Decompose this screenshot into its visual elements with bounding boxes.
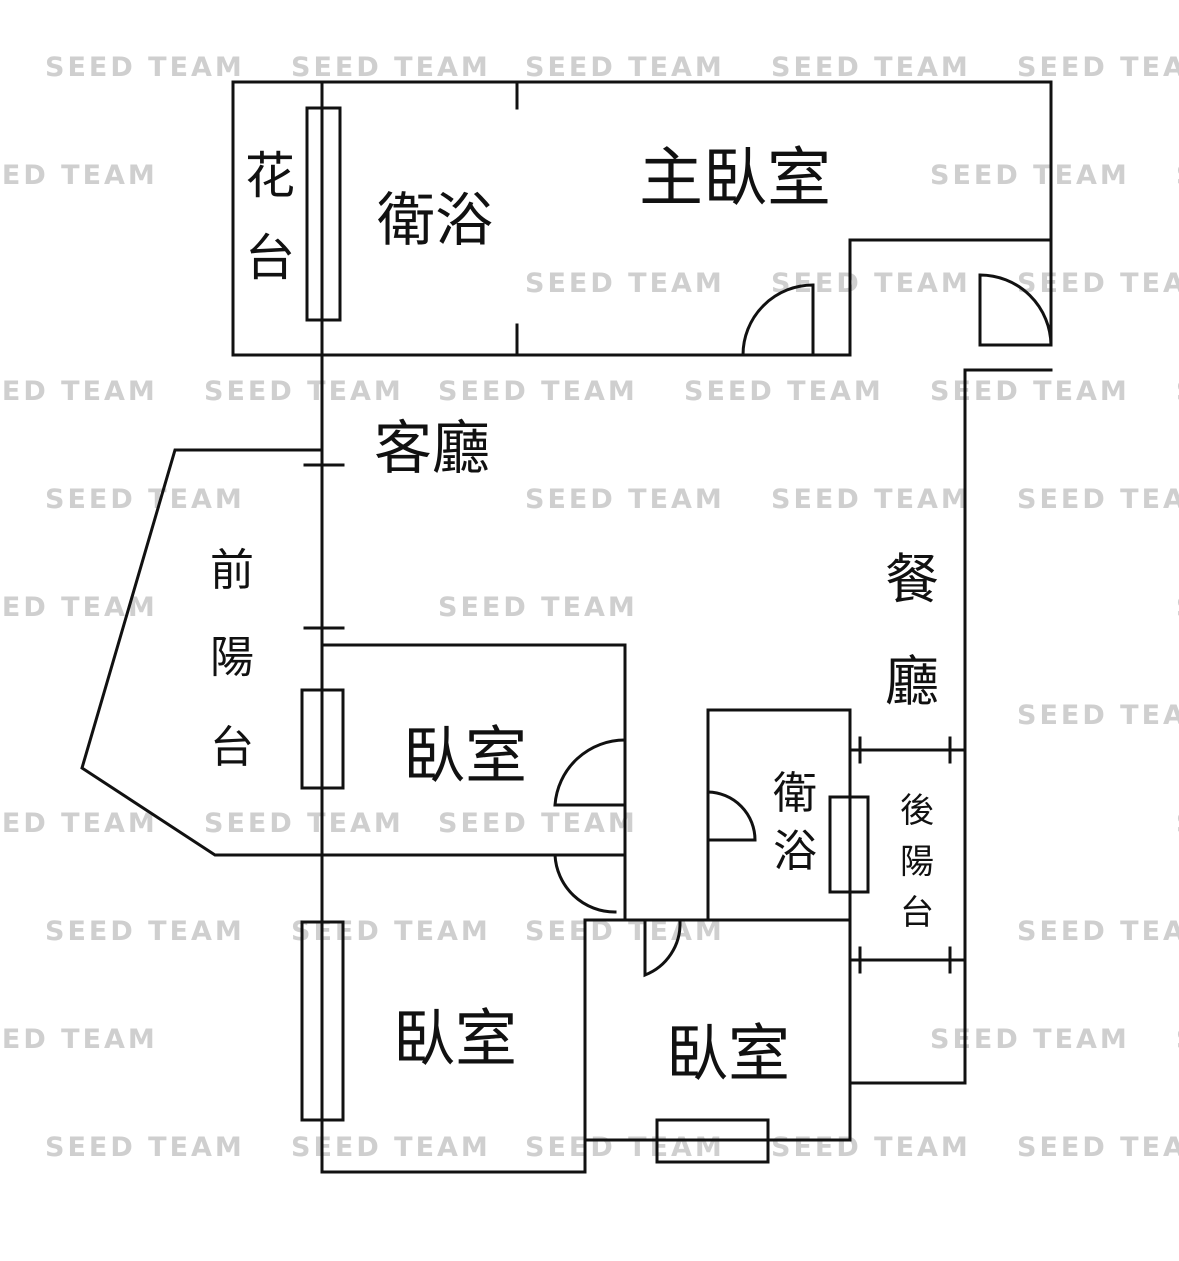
label-master-bath: 衛浴 bbox=[377, 186, 493, 254]
door-icon bbox=[741, 283, 815, 357]
label-front-balcony: 台 bbox=[210, 722, 254, 773]
door-icon bbox=[553, 738, 627, 807]
label-bath: 浴 bbox=[773, 826, 817, 877]
watermark-text: SEED TEAM bbox=[684, 376, 884, 407]
watermark-text: SEED TEAM bbox=[1017, 484, 1179, 515]
watermark-text: SEED TEAM bbox=[1176, 592, 1179, 623]
label-living-room: 客廳 bbox=[374, 414, 490, 482]
label-dining-room: 餐 bbox=[885, 548, 939, 611]
middle-bedroom-wall bbox=[320, 643, 627, 922]
door-icon bbox=[978, 273, 1053, 347]
watermark-text: SEED TEAM bbox=[771, 484, 971, 515]
front-balcony-wall bbox=[80, 448, 627, 857]
watermark-text: SEED TEAM bbox=[204, 376, 404, 407]
label-bedroom: 臥室 bbox=[403, 719, 527, 792]
master-suite-wall-left bbox=[231, 80, 1053, 357]
watermark-text: SEED TEAM bbox=[525, 484, 725, 515]
watermark-text: SEED TEAM bbox=[45, 1132, 245, 1163]
label-bedroom: 臥室 bbox=[666, 1017, 790, 1090]
watermark-text: SEED TEAM bbox=[525, 1132, 725, 1163]
door-icon bbox=[553, 853, 627, 914]
label-bedroom: 臥室 bbox=[393, 1002, 517, 1075]
walls bbox=[80, 80, 1053, 1174]
watermark-text: SEED TEAM bbox=[525, 52, 725, 83]
watermark-text: SEED TEAM bbox=[0, 1024, 158, 1055]
watermark-text: SEED TEAM bbox=[291, 52, 491, 83]
master-suite-wall bbox=[231, 80, 1053, 347]
label-flower-bed: 台 bbox=[245, 229, 295, 287]
watermark-text: SEED TEAM bbox=[438, 376, 638, 407]
bath-wall bbox=[706, 708, 852, 922]
label-master-bedroom: 主臥室 bbox=[639, 142, 831, 216]
bottom-right-bedroom-wall bbox=[583, 918, 852, 1142]
door-icon bbox=[643, 918, 682, 978]
watermark-text: SEED TEAM bbox=[0, 376, 158, 407]
watermark-text: SEED TEAM bbox=[1017, 268, 1179, 299]
watermark-text: SEED TEAM bbox=[204, 808, 404, 839]
bath-fixture bbox=[828, 795, 870, 894]
label-back-balcony: 台 bbox=[900, 893, 934, 933]
watermark-text: SEED TEAM bbox=[438, 808, 638, 839]
window bbox=[300, 688, 345, 790]
watermark-text: SEED TEAM bbox=[771, 1132, 971, 1163]
watermark-text: SEED TEAM bbox=[930, 376, 1130, 407]
label-back-balcony: 陽 bbox=[900, 842, 934, 882]
watermark-text: SEED TEAM bbox=[1017, 1132, 1179, 1163]
watermark-text: SEED TEAM bbox=[930, 160, 1130, 191]
watermark-text: SEED TEAM bbox=[291, 1132, 491, 1163]
room-labels: 花 台 衛浴 主臥室 客廳 前 陽 台 臥室 餐 廳 衛 浴 後 陽 台 臥室 … bbox=[210, 142, 939, 1090]
label-front-balcony: 陽 bbox=[210, 632, 254, 683]
watermark-text: SEED TEAM bbox=[45, 484, 245, 515]
watermark-text: SEED TEAM bbox=[1176, 160, 1179, 191]
label-front-balcony: 前 bbox=[210, 545, 254, 596]
watermark-layer: SEED TEAM SEED TEAM SEED TEAM SEED TEAM SEED… bbox=[0, 52, 1179, 1163]
label-dining-room: 廳 bbox=[885, 650, 939, 713]
watermark-text: SEED TEAM bbox=[930, 1024, 1130, 1055]
door-icon bbox=[706, 790, 757, 842]
watermark-text: SEED TEAM bbox=[0, 808, 158, 839]
label-bath: 衛 bbox=[773, 768, 817, 819]
watermark-text: SEED TEAM bbox=[771, 52, 971, 83]
watermark-text: SEED TEAM bbox=[45, 52, 245, 83]
watermark-text: SEED TEAM bbox=[1176, 376, 1179, 407]
watermark-text: SEED TEAM bbox=[45, 916, 245, 947]
label-back-balcony: 後 bbox=[900, 791, 934, 831]
watermark-text: SEED TEAM bbox=[438, 592, 638, 623]
watermark-text: SEED TEAM bbox=[0, 592, 158, 623]
watermark-text: SEED TEAM bbox=[1176, 1024, 1179, 1055]
bottom-left-bedroom-wall bbox=[320, 918, 852, 1174]
label-flower-bed: 花 bbox=[245, 147, 295, 205]
window bbox=[300, 920, 345, 1122]
window bbox=[655, 1118, 770, 1164]
watermark-text: SEED TEAM bbox=[1176, 808, 1179, 839]
watermark-text: SEED TEAM bbox=[1017, 52, 1179, 83]
watermark-text: SEED TEAM bbox=[525, 268, 725, 299]
watermark-text: SEED TEAM bbox=[1017, 916, 1179, 947]
watermark-text: SEED TEAM bbox=[771, 268, 971, 299]
watermark-text: SEED TEAM bbox=[1017, 700, 1179, 731]
watermark-text: SEED TEAM bbox=[0, 160, 158, 191]
